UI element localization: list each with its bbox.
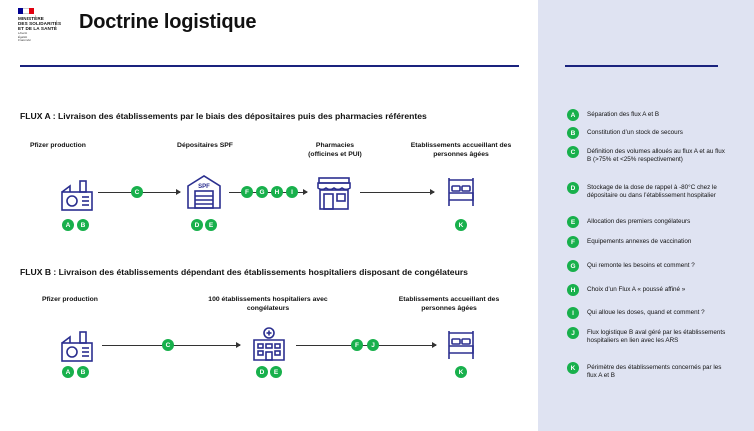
badge-f: F — [241, 186, 253, 198]
legend-text: Qui alloue les doses, quand et comment ? — [587, 309, 705, 316]
badge-d: D — [191, 219, 203, 231]
flux-a-label-pfizer: Pfizer production — [30, 142, 86, 149]
badge-a: A — [62, 366, 74, 378]
legend-item: J Flux logistique B aval géré par les ét… — [567, 327, 727, 344]
legend-item: F Equipements annexes de vaccination — [567, 236, 727, 248]
legend-text: Périmètre des établissements concernés p… — [587, 364, 722, 379]
badge-e: E — [205, 219, 217, 231]
factory-icon — [61, 180, 93, 211]
badge-e: E — [270, 366, 282, 378]
legend-badge: A — [567, 109, 579, 121]
legend-item: K Périmètre des établissements concernés… — [567, 362, 727, 379]
legend-item: D Stockage de la dose de rappel à -80°C … — [567, 182, 727, 199]
motto-liberte: Liberté — [18, 31, 28, 35]
badge-c: C — [131, 186, 143, 198]
badge-k: K — [455, 366, 467, 378]
legend-text: Définition des volumes alloués au flux A… — [587, 148, 725, 163]
legend-badge: B — [567, 127, 579, 139]
logo-line-1: MINISTÈRE — [18, 16, 44, 21]
flux-a-arrow-2 — [229, 189, 308, 195]
badge-f: F — [351, 339, 363, 351]
flux-b-label-etablissements: Etablissements accueillant des personnes… — [398, 296, 500, 312]
legend-item: C Définition des volumes alloués au flux… — [567, 146, 727, 163]
legend-item: G Qui remonte les besoins et comment ? — [567, 260, 727, 272]
badge-g: G — [256, 186, 268, 198]
legend-badge: H — [567, 284, 579, 296]
motto-egalite: Égalité — [18, 34, 28, 39]
bed-icon — [448, 178, 474, 206]
badge-c: C — [162, 339, 174, 351]
flux-b-arrow-2 — [296, 342, 437, 348]
title-underline — [20, 65, 519, 67]
legend-text: Allocation des premiers congélateurs — [587, 218, 691, 225]
flux-a-arrow-3 — [360, 189, 435, 195]
legend-text: Flux logistique B aval géré par les étab… — [587, 329, 726, 344]
badge-i: I — [286, 186, 298, 198]
legend-badge: G — [567, 260, 579, 272]
flux-a-title: FLUX A : Livraison des établissements pa… — [20, 111, 427, 121]
legend-badge: E — [567, 216, 579, 228]
legend-text: Equipements annexes de vaccination — [587, 238, 692, 245]
hospital-icon — [253, 327, 285, 361]
flag-white-stripe — [23, 8, 29, 14]
legend-underline — [565, 65, 718, 67]
flux-b-label-pfizer: Pfizer production — [42, 296, 98, 303]
flux-b-title: FLUX B : Livraison des établissements dé… — [20, 267, 468, 277]
flux-a-label-etablissements: Etablissements accueillant des personnes… — [410, 142, 512, 158]
spf-text: SPF — [198, 184, 210, 190]
flux-b-label-hopitaux: 100 établissements hospitaliers avec con… — [208, 296, 328, 312]
legend-item: I Qui alloue les doses, quand et comment… — [567, 307, 727, 319]
badge-j: J — [367, 339, 379, 351]
legend-text: Stockage de la dose de rappel à -80°C ch… — [587, 184, 717, 199]
badge-b: B — [77, 219, 89, 231]
motto-fraternite: Fraternité — [18, 38, 31, 43]
legend-badge: J — [567, 327, 579, 339]
page-title: Doctrine logistique — [79, 11, 257, 33]
factory-icon — [61, 331, 93, 362]
badge-a: A — [62, 219, 74, 231]
legend-item: H Choix d’un Flux A « poussé affiné » — [567, 284, 727, 296]
badge-k: K — [455, 219, 467, 231]
legend-badge: I — [567, 307, 579, 319]
legend-badge: C — [567, 146, 579, 158]
logo-line-2: DES SOLIDARITÉS — [18, 21, 62, 26]
french-flag-icon — [18, 8, 34, 14]
flux-a-label-depositaires: Dépositaires SPF — [177, 142, 233, 149]
bed-icon — [448, 331, 474, 359]
warehouse-icon: SPF — [187, 175, 221, 209]
legend-badge: K — [567, 362, 579, 374]
legend-item: E Allocation des premiers congélateurs — [567, 216, 727, 228]
badge-h: H — [271, 186, 283, 198]
legend-text: Séparation des flux A et B — [587, 111, 660, 118]
badge-d: D — [256, 366, 268, 378]
flag-blue-stripe — [18, 8, 24, 14]
legend-item: B Constitution d’un stock de secours — [567, 127, 727, 139]
legend-text: Constitution d’un stock de secours — [587, 129, 683, 136]
legend-item: A Séparation des flux A et B — [567, 109, 727, 121]
legend-badge: D — [567, 182, 579, 194]
legend-text: Choix d’un Flux A « poussé affiné » — [587, 286, 686, 293]
ministry-logo: MINISTÈRE DES SOLIDARITÉS ET DE LA SANTÉ… — [18, 8, 68, 43]
pharmacy-icon — [317, 177, 351, 210]
badge-b: B — [77, 366, 89, 378]
logo-line-3: ET DE LA SANTÉ — [18, 26, 58, 31]
flag-red-stripe — [28, 8, 34, 14]
legend-badge: F — [567, 236, 579, 248]
logo-motto: Liberté Égalité Fraternité — [18, 31, 68, 43]
flux-a-label-pharmacies: Pharmacies (officines et PUI) — [308, 142, 362, 158]
legend-text: Qui remonte les besoins et comment ? — [587, 262, 695, 269]
legend-panel — [538, 0, 754, 431]
